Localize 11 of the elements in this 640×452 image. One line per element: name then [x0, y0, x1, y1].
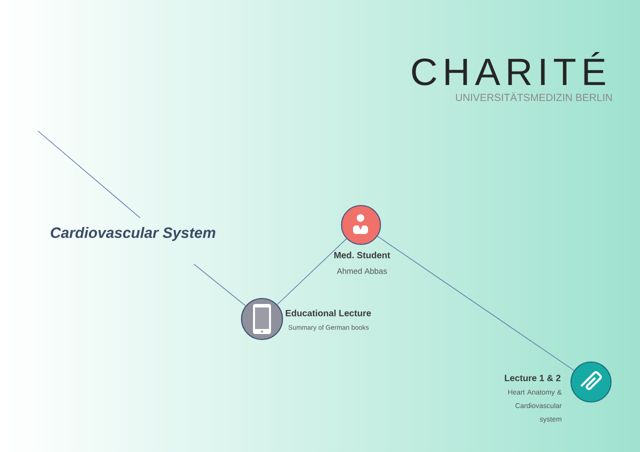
node-heading: Med. Student — [334, 252, 390, 258]
connector-line — [38, 130, 140, 218]
institution-subtitle: UNIVERSITÄTSMEDIZIN BERLIN — [456, 92, 612, 102]
connector-line — [276, 238, 347, 305]
node-heading: Lecture 1 & 2 — [504, 374, 560, 382]
connector-line — [377, 236, 574, 371]
connector-line — [194, 264, 246, 306]
node-description: Ahmed Abbas — [336, 268, 387, 274]
institution-name: CHARITÉ — [412, 52, 605, 86]
node-heading: Educational Lecture — [286, 310, 371, 316]
topic-label: Cardiovascular System — [50, 227, 216, 241]
